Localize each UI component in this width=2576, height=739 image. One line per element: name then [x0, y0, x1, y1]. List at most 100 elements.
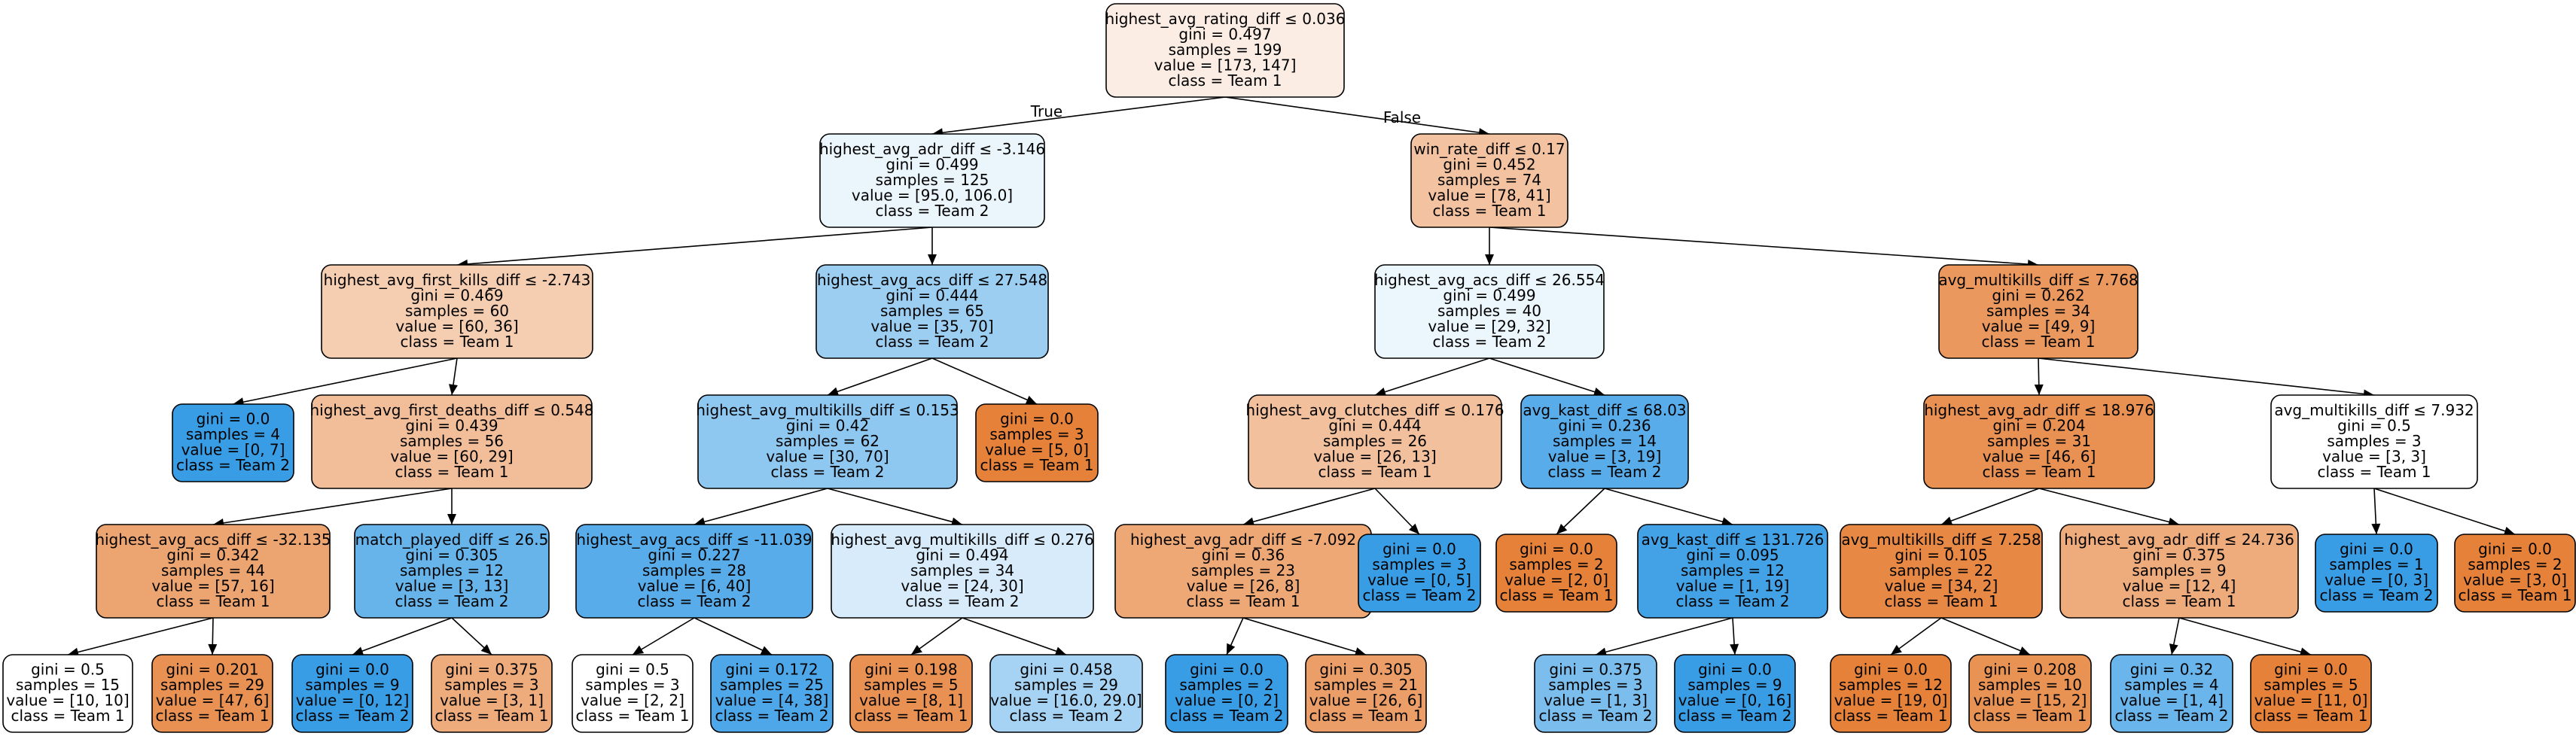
tree-node-line: class = Team 1: [1309, 707, 1422, 725]
tree-node-line: gini = 0.375: [445, 661, 538, 679]
tree-node-line: highest_avg_adr_diff ≤ -7.092: [1130, 531, 1356, 549]
tree-node-line: samples = 3: [585, 676, 679, 694]
tree-node-line: highest_avg_acs_diff ≤ -11.039: [576, 531, 812, 549]
tree-node-line: value = [0, 3]: [2324, 571, 2428, 589]
tree-node-line: gini = 0.0: [2274, 661, 2348, 679]
tree-edge-arrowhead: [1941, 516, 1953, 525]
tree-node-line: gini = 0.0: [1854, 661, 1928, 679]
tree-node-line: samples = 12: [1681, 561, 1785, 579]
tree-node-line: value = [12, 4]: [2123, 576, 2236, 595]
tree-node-line: class = Team 2: [2114, 707, 2228, 725]
tree-node-line: value = [24, 30]: [901, 576, 1023, 595]
tree-node-line: value = [173, 147]: [1154, 56, 1297, 74]
tree-node-line: gini = 0.0: [1190, 661, 1264, 679]
tree-node-line: gini = 0.32: [2130, 661, 2214, 679]
tree-node-line: gini = 0.452: [1443, 155, 1535, 173]
tree-node-line: highest_avg_first_deaths_diff ≤ 0.548: [310, 401, 594, 419]
tree-node-line: class = Team 2: [875, 202, 989, 220]
tree-node-line: class = Team 1: [1432, 202, 1546, 220]
tree-node-line: gini = 0.439: [405, 416, 498, 434]
tree-node-line: class = Team 1: [1981, 333, 2095, 351]
tree-edge: [1242, 488, 1376, 525]
tree-node-line: highest_avg_rating_diff ≤ 0.036: [1105, 10, 1346, 28]
tree-edge: [1242, 617, 1367, 655]
tree-node-line: gini = 0.204: [1992, 416, 2085, 434]
tree-node-line: avg_kast_diff ≤ 68.03: [1523, 401, 1686, 419]
tree-node-line: samples = 2: [2468, 555, 2562, 573]
tree-node-box: [311, 394, 593, 489]
tree-edge-arrowhead: [1025, 395, 1037, 404]
tree-node-line: gini = 0.42: [786, 416, 870, 434]
tree-node-box: [1410, 133, 1568, 228]
tree-node-line: gini = 0.0: [1000, 410, 1074, 428]
tree-node-line: value = [78, 41]: [1428, 186, 1550, 204]
tree-node-line: gini = 0.444: [1328, 416, 1421, 434]
tree-node-line: class = Team 1: [400, 333, 514, 351]
tree-node-line: class = Team 2: [1009, 707, 1123, 725]
tree-node-line: samples = 56: [400, 432, 504, 450]
tree-node-line: samples = 3: [989, 425, 1084, 443]
tree-node-line: avg_multikills_diff ≤ 7.932: [2274, 401, 2474, 419]
tree-node-line: class = Team 1: [2122, 592, 2236, 610]
tree-edge-arrowhead: [1227, 643, 1236, 655]
tree-node-line: samples = 25: [720, 676, 824, 694]
tree-node-line: avg_multikills_diff ≤ 7.258: [1841, 531, 2041, 549]
tree-node-line: value = [19, 0]: [1834, 692, 1948, 710]
tree-edge-arrowhead: [1485, 254, 1494, 265]
tree-node-line: gini = 0.444: [886, 286, 978, 304]
tree-edge-arrowhead: [760, 646, 772, 655]
true-branch-label: True: [1030, 102, 1062, 120]
tree-node-line: value = [26, 8]: [1187, 576, 1300, 595]
tree-node-line: avg_multikills_diff ≤ 7.768: [1938, 271, 2138, 289]
tree-node-line: samples = 14: [1553, 432, 1657, 450]
tree-node-line: value = [3, 3]: [2322, 447, 2426, 465]
tree-edge: [1374, 488, 1420, 535]
tree-node-line: match_played_diff ≤ 26.5: [355, 531, 549, 549]
tree-node-box: [572, 654, 694, 733]
tree-node-line: class = Team 2: [715, 707, 828, 725]
tree-node-line: samples = 2: [1179, 676, 1273, 694]
tree-node-line: samples = 28: [642, 561, 746, 579]
tree-node-line: class = Team 2: [176, 456, 290, 474]
tree-node: highest_avg_multikills_diff ≤ 0.276gini …: [831, 524, 1094, 619]
tree-node-line: samples = 12: [1839, 676, 1943, 694]
tree-node-line: highest_avg_adr_diff ≤ 24.736: [2064, 531, 2294, 549]
tree-node-line: samples = 21: [1314, 676, 1418, 694]
tree-node-box: [575, 524, 813, 619]
tree-edge: [1489, 357, 1605, 396]
tree-node-line: highest_avg_first_kills_diff ≤ -2.743: [324, 271, 591, 289]
tree-node-line: value = [5, 0]: [985, 441, 1089, 459]
tree-edge: [212, 488, 453, 525]
false-branch-label: False: [1383, 108, 1421, 126]
tree-edge: [1595, 617, 1733, 655]
tree-node-line: gini = 0.0: [1520, 540, 1593, 558]
tree-node-box: [2059, 524, 2299, 619]
tree-edge: [1940, 617, 2031, 655]
tree-node-line: samples = 9: [1687, 676, 1782, 694]
tree-node-box: [1840, 524, 2043, 619]
tree-edge: [931, 96, 1226, 135]
tree-node-line: gini = 0.494: [916, 546, 1008, 564]
tree-edge-arrowhead: [1721, 517, 1733, 526]
tree-node-line: highest_avg_acs_diff ≤ -32.135: [95, 531, 331, 549]
tree-edge: [1374, 357, 1490, 396]
tree-node-line: class = Team 1: [434, 707, 548, 725]
tree-node-line: class = Team 1: [1884, 592, 1998, 610]
tree-node-line: highest_avg_multikills_diff ≤ 0.153: [696, 401, 959, 419]
tree-edge-arrowhead: [1891, 644, 1902, 655]
tree-node-box: [321, 264, 593, 359]
tree-edge: [2178, 617, 2312, 655]
tree-node-line: samples = 65: [880, 302, 984, 320]
tree-node-line: samples = 10: [1978, 676, 2082, 694]
tree-node-line: class = Team 2: [1362, 586, 1476, 604]
